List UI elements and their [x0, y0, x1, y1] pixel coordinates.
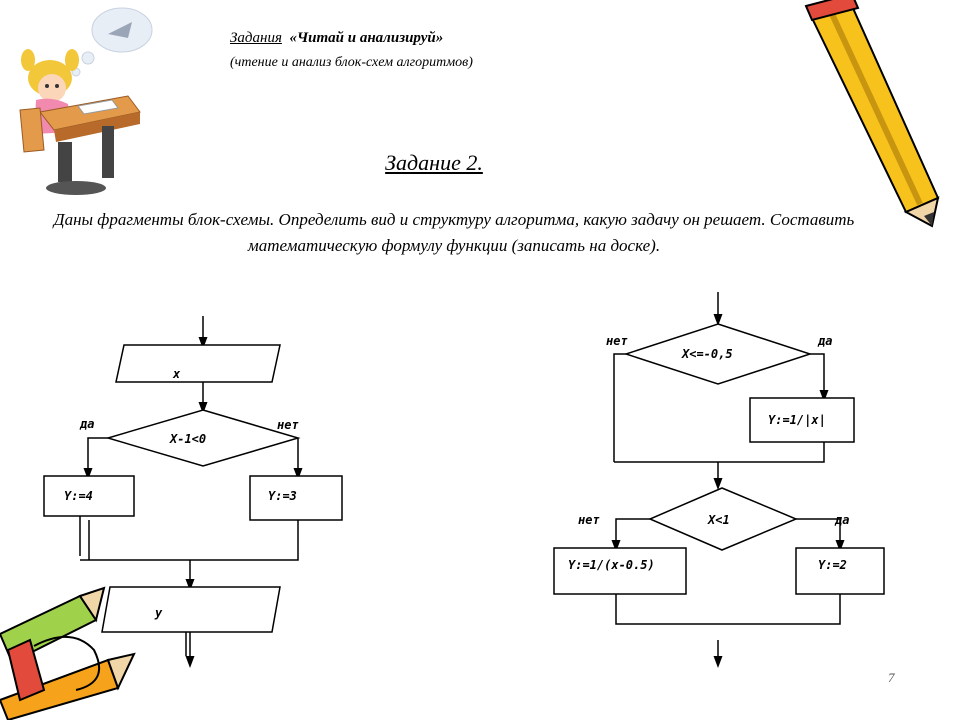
yes-label: да — [79, 417, 94, 431]
assign-yes2-block — [795, 547, 885, 595]
page-number: 7 — [888, 670, 895, 685]
yes2-label: да — [834, 513, 849, 527]
input-block — [115, 344, 281, 383]
assign-no2-block — [553, 547, 687, 595]
assign1-block — [749, 397, 855, 443]
assign-yes2-label: Y:=2 — [818, 558, 847, 572]
flowchart-left — [43, 316, 343, 668]
header-quoted: «Читай и анализируй» — [289, 30, 444, 46]
condition2-label: X<1 — [707, 513, 730, 527]
assign1-label: Y:=1/|x| — [768, 413, 826, 428]
condition1-diamond — [623, 323, 813, 385]
header-subtitle: (чтение и анализ блок-схем алгоритмов) — [230, 55, 473, 70]
no-label: нет — [277, 418, 299, 432]
task-title: Задание 2. — [385, 150, 483, 175]
condition-label: X-1<0 — [169, 432, 206, 446]
condition2-diamond — [648, 487, 798, 551]
no1-label: нет — [606, 334, 628, 348]
assign-no-label: Y:=3 — [268, 489, 297, 503]
condition1-label: X<=-0,5 — [681, 347, 733, 361]
condition-diamond — [105, 409, 301, 467]
flowchart-right — [553, 292, 885, 668]
pencil-icon — [804, 0, 940, 228]
assign-no-block — [249, 475, 343, 521]
no2-label: нет — [578, 513, 600, 527]
task-description: Даны фрагменты блок-схемы. Определить ви… — [53, 210, 855, 255]
assign-yes-block — [43, 475, 135, 517]
header-line: Задания «Читай и анализируй» — [230, 30, 443, 47]
assign-no2-label: Y:=1/(x-0.5) — [568, 558, 655, 572]
assign-yes-label: Y:=4 — [64, 489, 93, 503]
header-prefix: Задания — [230, 30, 282, 46]
pencils-icon — [0, 586, 136, 720]
yes1-label: да — [817, 334, 832, 348]
output-label: y — [154, 606, 163, 620]
output-block — [101, 586, 281, 633]
girl-at-desk-icon — [19, 7, 153, 195]
input-label: x — [172, 367, 181, 381]
